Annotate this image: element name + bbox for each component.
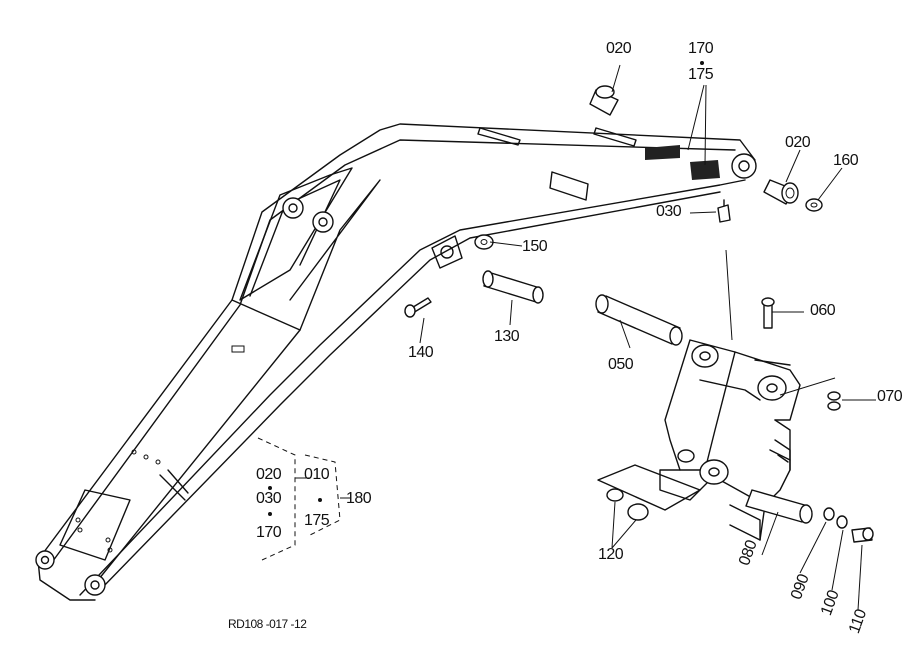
bushing-020-right (763, 179, 799, 205)
bolt-140 (404, 297, 432, 318)
callout-030: 030 (656, 203, 682, 220)
callout-120: 120 (598, 546, 624, 563)
callout-060: 060 (810, 302, 836, 319)
washer-160 (805, 198, 823, 212)
drawing-code: RD108 -017 -12 (228, 617, 307, 631)
kit-010: 010 (304, 466, 330, 483)
boom-arm (35, 123, 757, 601)
bolt-060 (761, 297, 775, 329)
kit-dot (268, 486, 272, 490)
pin-050 (595, 294, 683, 346)
kit-030: 030 (256, 490, 282, 507)
nuts-070 (827, 391, 841, 411)
bolt-110 (851, 527, 874, 543)
washer-090 (823, 507, 835, 521)
callout-020-top: 020 (606, 40, 632, 57)
callout-140: 140 (408, 344, 434, 361)
pin-130 (482, 270, 544, 304)
callout-070: 070 (877, 388, 903, 405)
callout-170-top: 170 (688, 40, 714, 57)
kit-dot (318, 498, 322, 502)
grease-fitting-030 (717, 199, 731, 223)
leader-lines (257, 64, 876, 611)
washer-100 (836, 515, 848, 529)
callout-050: 050 (608, 356, 634, 373)
callout-130: 130 (494, 328, 520, 345)
kit-180: 180 (346, 490, 372, 507)
callout-020-right: 020 (785, 134, 811, 151)
kit-020: 020 (256, 466, 282, 483)
callout-150: 150 (522, 238, 548, 255)
bushings-120 (606, 488, 649, 521)
bushing-020-top (589, 85, 619, 116)
kit-170: 170 (256, 524, 282, 541)
kit-175: 175 (304, 512, 330, 529)
pin-080 (745, 489, 813, 524)
swing-bracket (597, 339, 801, 541)
callout-dot (700, 61, 704, 65)
callout-175-top: 175 (688, 66, 714, 83)
callout-160: 160 (833, 152, 859, 169)
kit-dot (268, 512, 272, 516)
